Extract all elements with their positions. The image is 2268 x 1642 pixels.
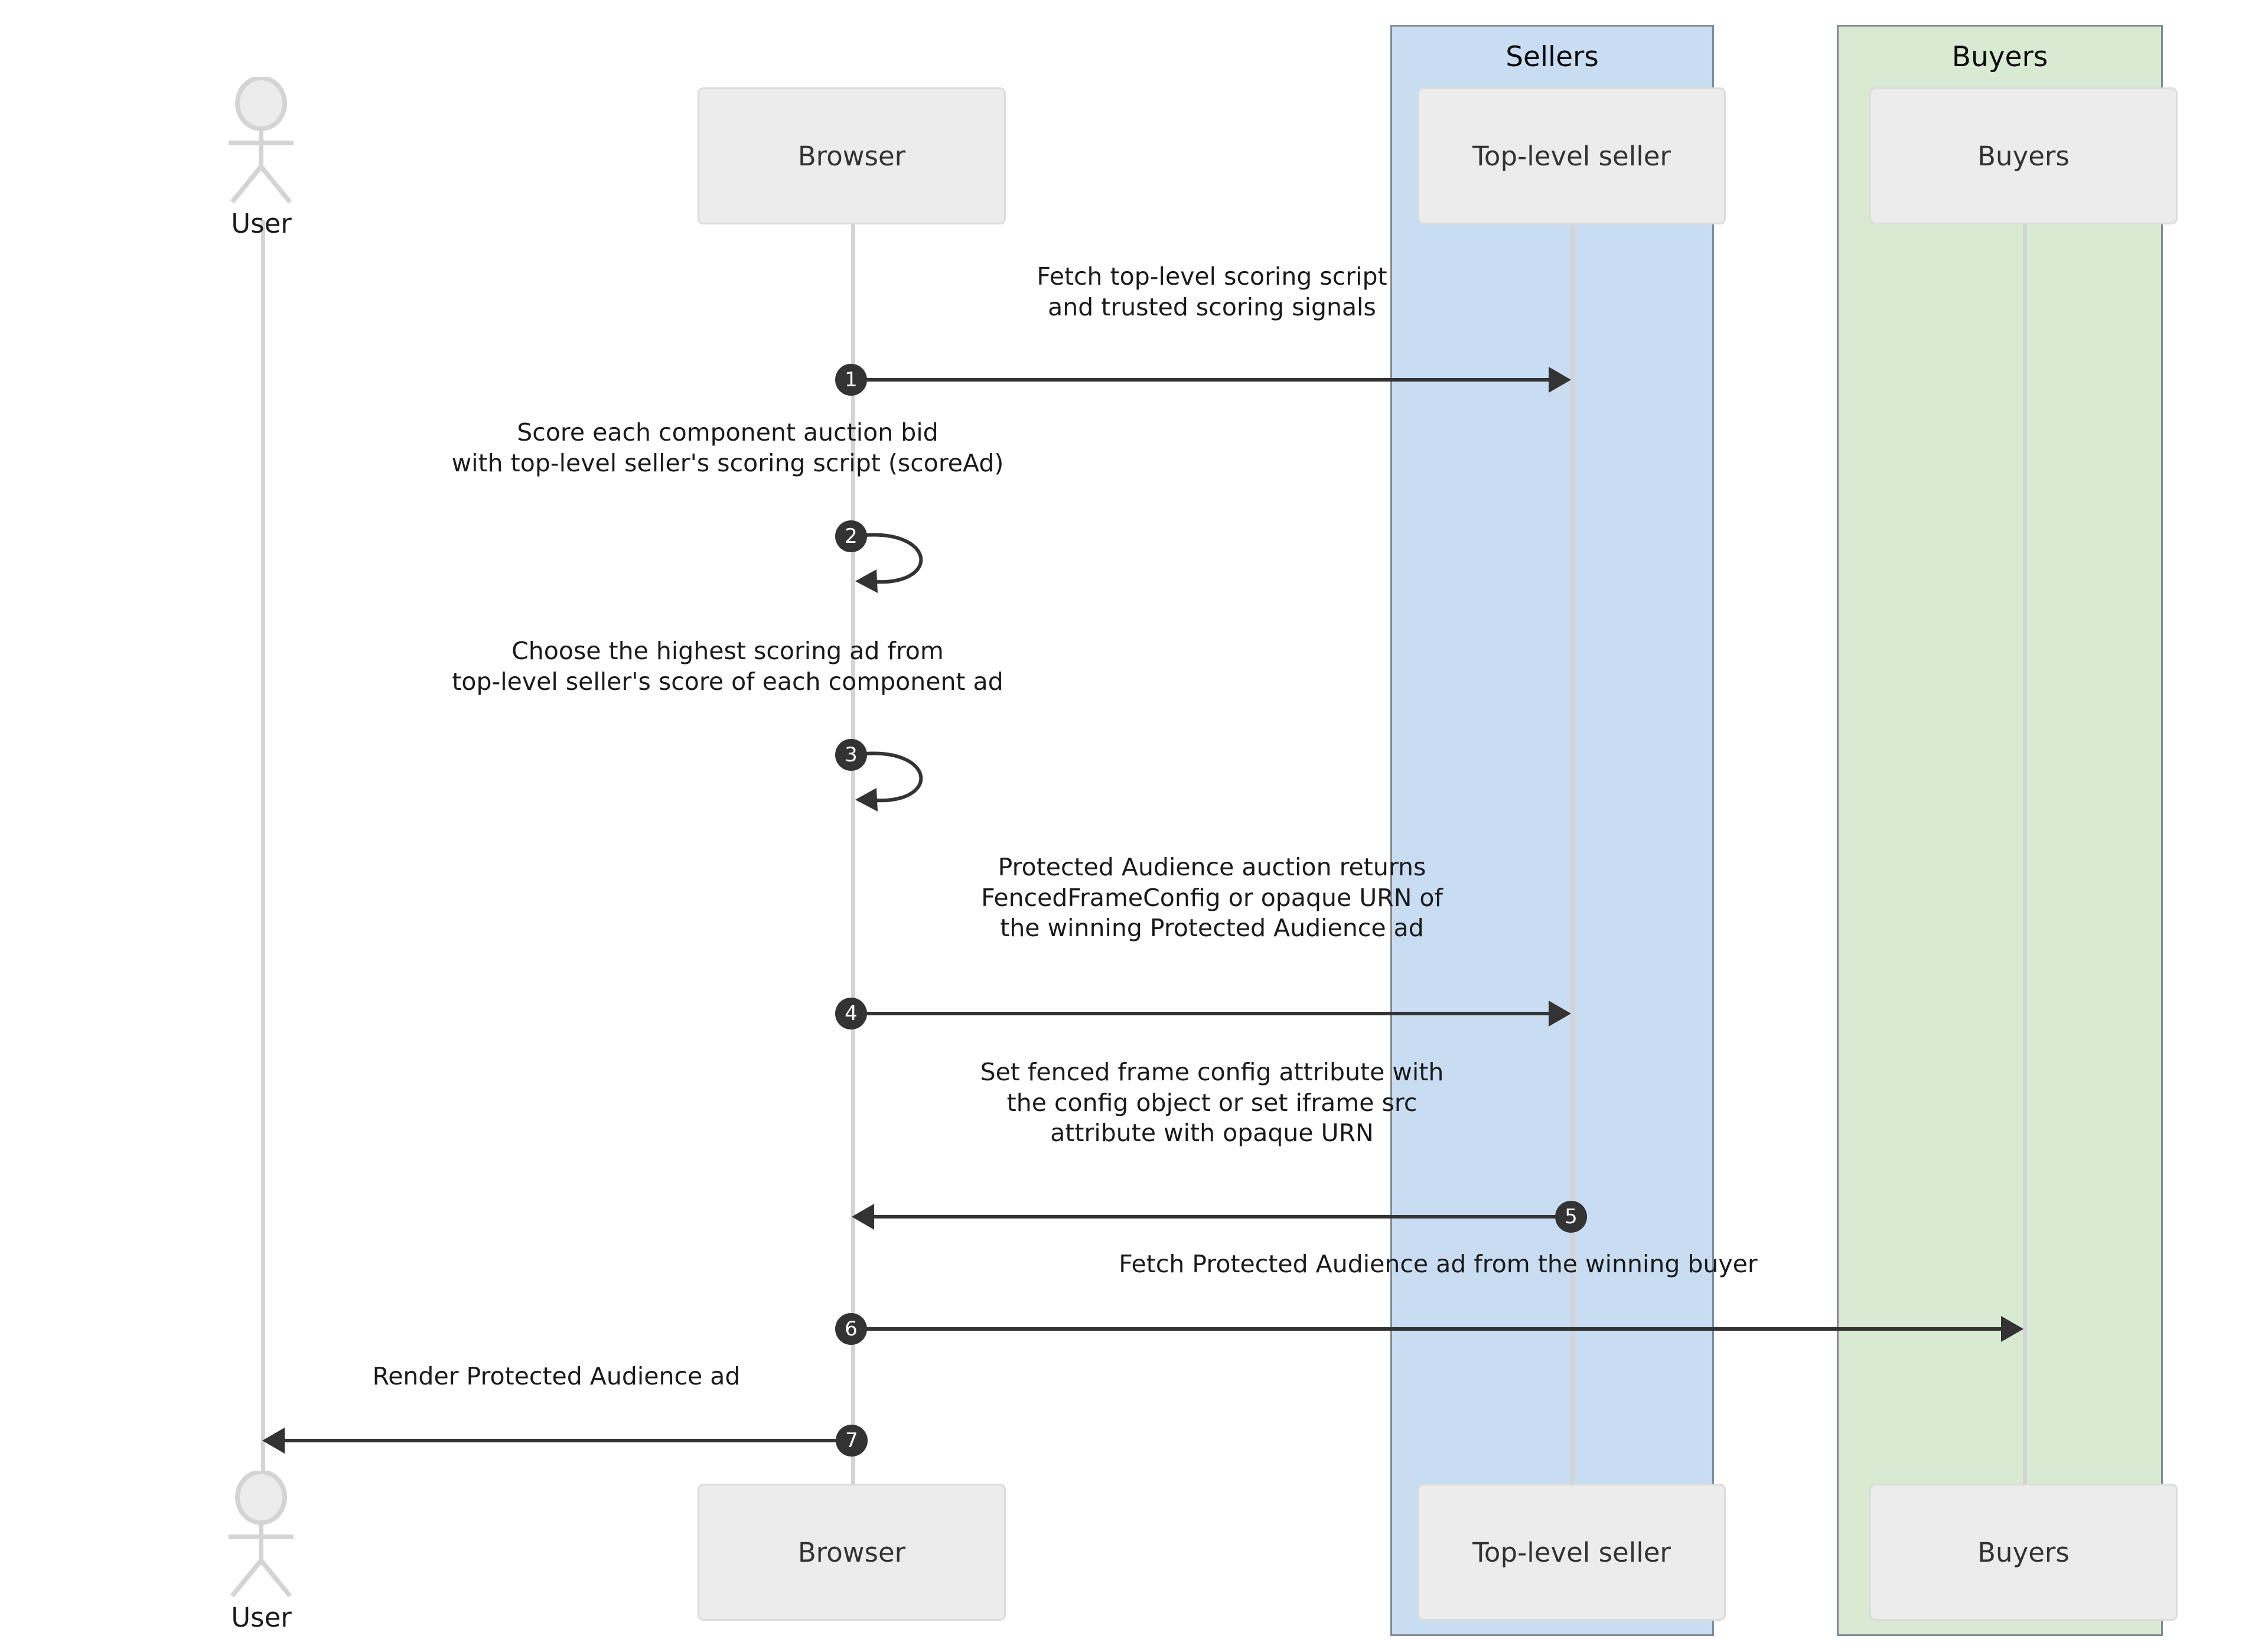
participant-buyers-top[interactable]: Buyers xyxy=(1869,87,2178,224)
message-1-arrowhead xyxy=(1549,367,1571,393)
message-1-number: 1 xyxy=(835,364,867,396)
message-7-number: 7 xyxy=(836,1425,868,1457)
actor-user-top: User xyxy=(210,77,313,239)
actor-user-bottom-label: User xyxy=(231,1602,292,1633)
lifeline-user xyxy=(261,220,265,1490)
lifeline-seller xyxy=(1570,224,1575,1485)
message-1-label: Fetch top-level scoring script and trust… xyxy=(1037,262,1387,321)
message-5-line xyxy=(873,1215,1570,1219)
message-6-arrowhead xyxy=(2001,1316,2023,1342)
message-5-label: Set fenced frame config attribute with t… xyxy=(980,1058,1444,1148)
message-2-number: 2 xyxy=(835,520,867,552)
participant-browser-top[interactable]: Browser xyxy=(698,87,1006,224)
actor-user-bottom: User xyxy=(210,1471,313,1633)
message-4-label: Protected Audience auction returns Fence… xyxy=(981,853,1443,943)
message-4-line xyxy=(853,1012,1550,1015)
group-buyers: Buyers xyxy=(1837,25,2163,1636)
message-3-label: Choose the highest scoring ad from top-l… xyxy=(452,637,1003,696)
message-1-line xyxy=(853,378,1550,382)
participant-buyers-bottom[interactable]: Buyers xyxy=(1869,1484,2178,1621)
message-4-number: 4 xyxy=(835,998,867,1029)
message-2-self-loop xyxy=(849,520,979,597)
message-7-arrowhead xyxy=(262,1428,285,1454)
message-6-number: 6 xyxy=(835,1313,867,1345)
message-6-label: Fetch Protected Audience ad from the win… xyxy=(1119,1250,1758,1278)
lifeline-buyers xyxy=(2023,224,2027,1485)
lifeline-browser xyxy=(851,224,855,1485)
participant-seller-bottom[interactable]: Top-level seller xyxy=(1418,1484,1726,1621)
group-buyers-title: Buyers xyxy=(1951,41,2048,73)
message-4-arrowhead xyxy=(1549,1001,1571,1027)
message-7-label: Render Protected Audience ad xyxy=(372,1362,741,1390)
message-2-label: Score each component auction bid with to… xyxy=(451,418,1004,477)
message-5-arrowhead xyxy=(852,1204,874,1230)
message-7-line xyxy=(284,1439,853,1442)
message-6-line xyxy=(853,1327,2002,1331)
group-sellers: Sellers xyxy=(1390,25,1714,1636)
message-3-number: 3 xyxy=(835,739,867,771)
participant-seller-top[interactable]: Top-level seller xyxy=(1418,87,1726,224)
message-5-number: 5 xyxy=(1555,1201,1587,1233)
participant-browser-bottom[interactable]: Browser xyxy=(698,1484,1006,1621)
message-3-self-loop xyxy=(849,738,979,815)
group-sellers-title: Sellers xyxy=(1506,41,1599,73)
actor-user-top-label: User xyxy=(231,208,292,239)
